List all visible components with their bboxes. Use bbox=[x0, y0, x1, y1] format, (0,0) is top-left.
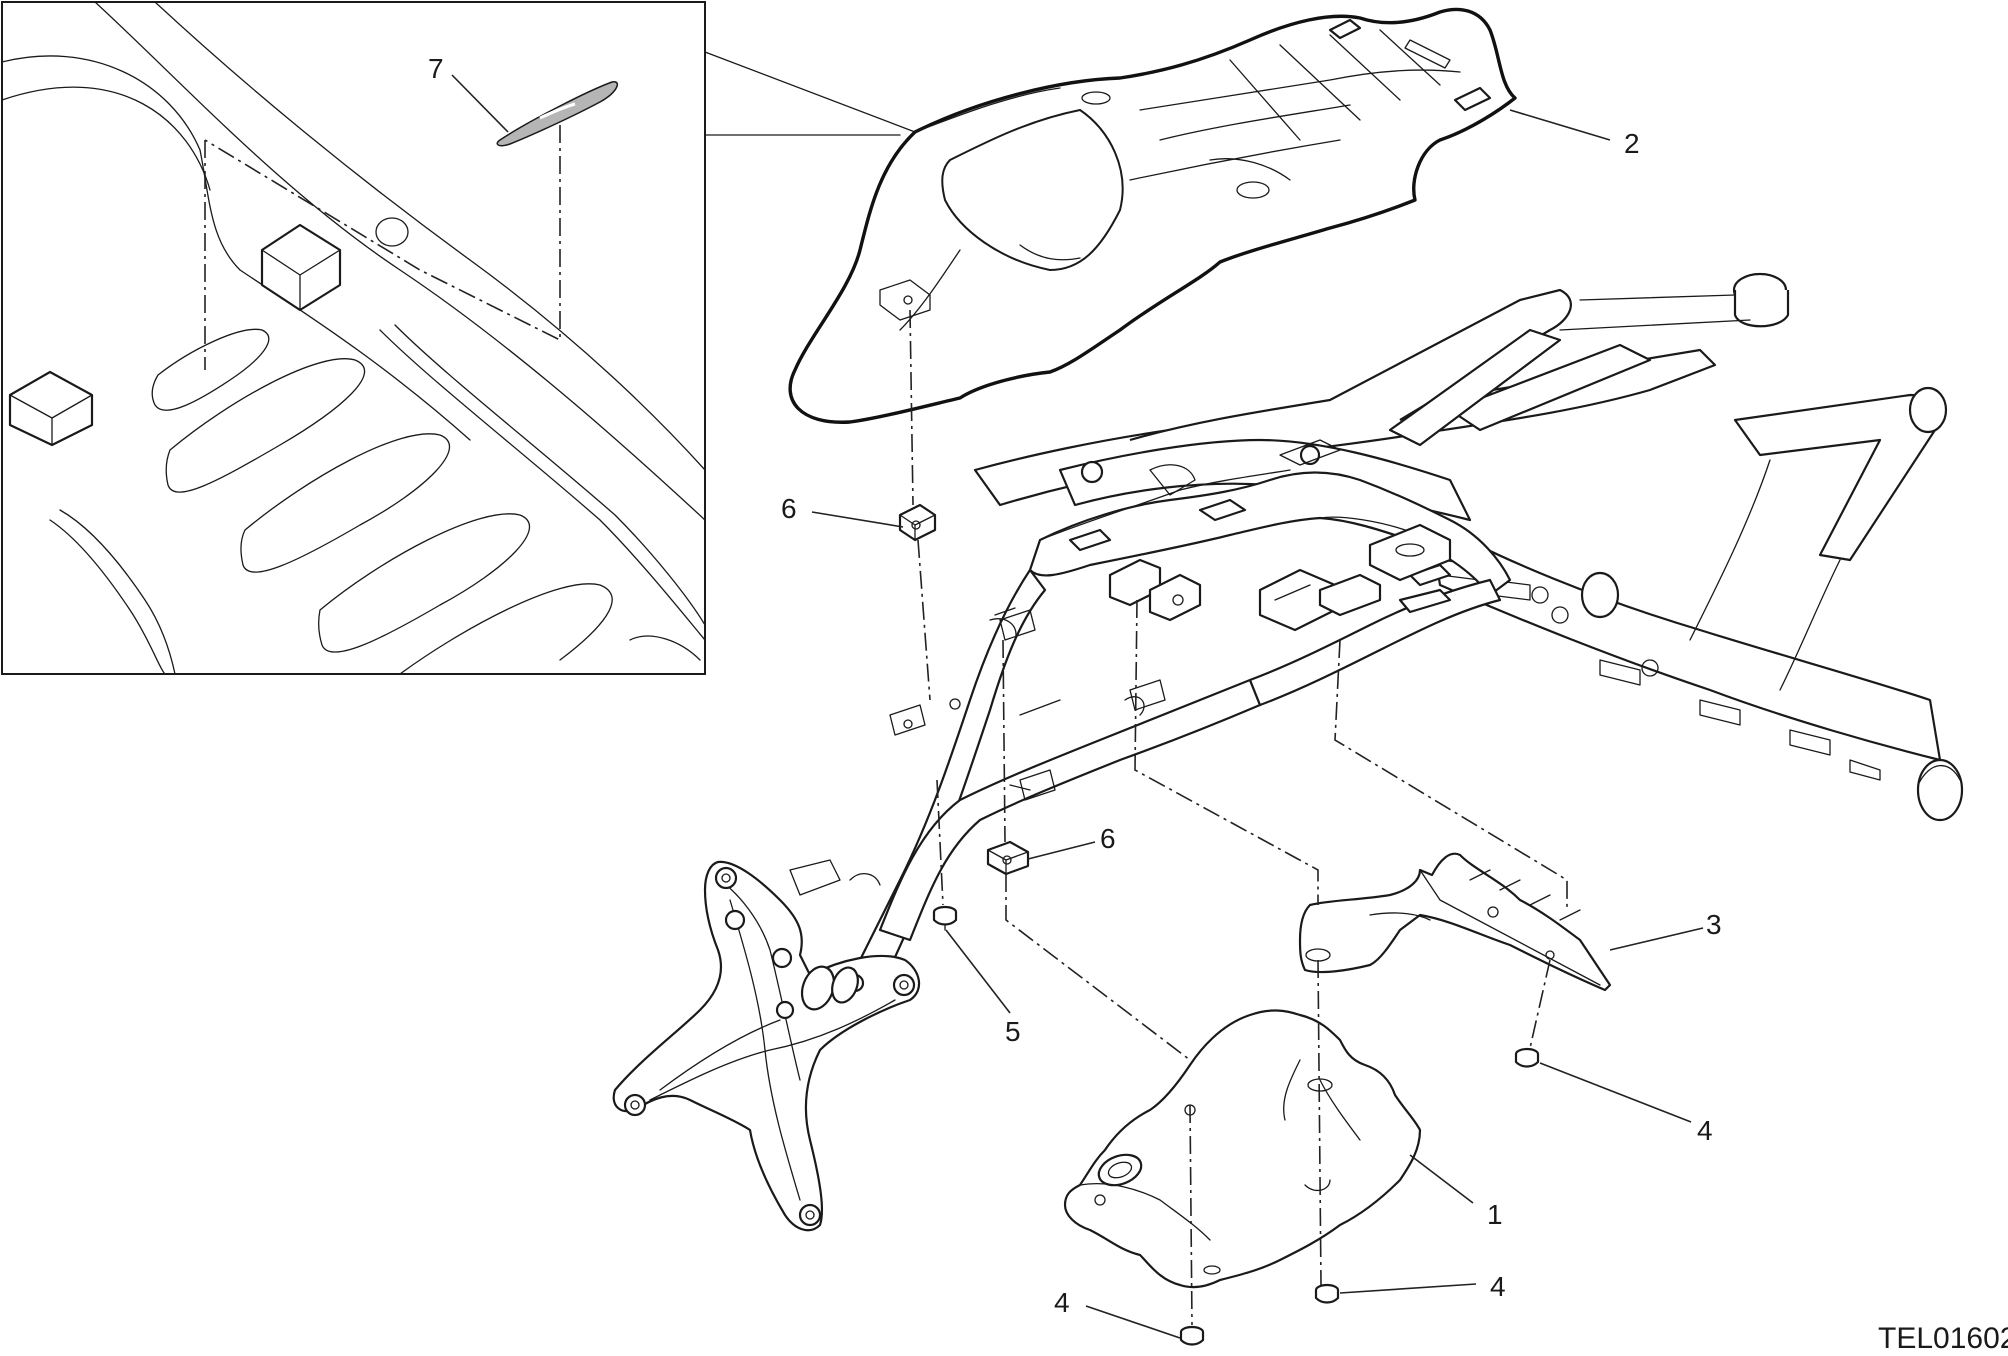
callout-4-bottom-right: 4 bbox=[1490, 1271, 1506, 1302]
screw-4-right bbox=[1514, 1047, 1540, 1068]
gasket-7 bbox=[496, 81, 619, 147]
detail-inset bbox=[1, 1, 916, 675]
cover-part-3 bbox=[1298, 852, 1612, 992]
callout-7: 7 bbox=[428, 53, 444, 84]
drawing-code: TEL01602 bbox=[1878, 1322, 2008, 1355]
clip-6-lower bbox=[986, 840, 1030, 876]
screw-5 bbox=[932, 905, 958, 931]
callout-6-lower: 6 bbox=[1100, 823, 1116, 854]
screw-4-bottom-left bbox=[1179, 1325, 1205, 1346]
callout-5: 5 bbox=[1005, 1016, 1021, 1047]
inset-clip-upper bbox=[260, 223, 342, 312]
callout-1: 1 bbox=[1487, 1199, 1503, 1230]
screw-4-bottom-right bbox=[1314, 1283, 1340, 1304]
callout-2: 2 bbox=[1624, 128, 1640, 159]
callout-4-bottom-left: 4 bbox=[1054, 1287, 1070, 1318]
callout-4-right: 4 bbox=[1697, 1115, 1713, 1146]
callout-6-upper: 6 bbox=[781, 493, 797, 524]
leader-lines bbox=[451, 74, 1704, 1339]
callout-labels: 7 2 6 6 3 5 4 1 4 4 TEL01602 bbox=[428, 53, 2008, 1355]
clip-6-upper bbox=[898, 503, 937, 542]
callout-3: 3 bbox=[1706, 909, 1722, 940]
cover-part-1 bbox=[1063, 1009, 1422, 1289]
inset-clip-left bbox=[8, 370, 94, 447]
assembly-lines bbox=[909, 309, 1568, 1326]
license-plate-bracket bbox=[612, 439, 1512, 1232]
seat-cowl-2 bbox=[788, 7, 1517, 424]
